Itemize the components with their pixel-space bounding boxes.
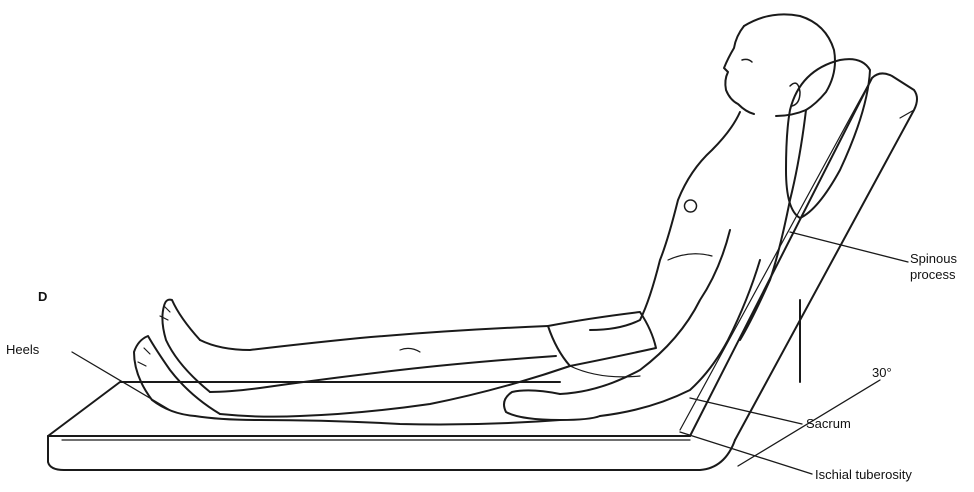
- feet: [134, 300, 220, 416]
- mattress: [48, 382, 735, 470]
- pillow: [786, 59, 870, 218]
- label-angle: 30°: [872, 366, 892, 380]
- backrest: [680, 73, 917, 440]
- panel-letter: D: [38, 290, 47, 304]
- label-heels: Heels: [6, 343, 39, 357]
- label-spinous-line2: process: [910, 268, 956, 282]
- legs: [195, 326, 570, 425]
- leader-ischial: [680, 432, 812, 474]
- label-spinous-line1: Spinous: [910, 252, 957, 266]
- head: [724, 14, 835, 116]
- label-sacrum: Sacrum: [806, 417, 851, 431]
- leader-spinous: [790, 232, 908, 262]
- label-ischial-tuberosity: Ischial tuberosity: [815, 468, 912, 482]
- arm: [504, 230, 760, 420]
